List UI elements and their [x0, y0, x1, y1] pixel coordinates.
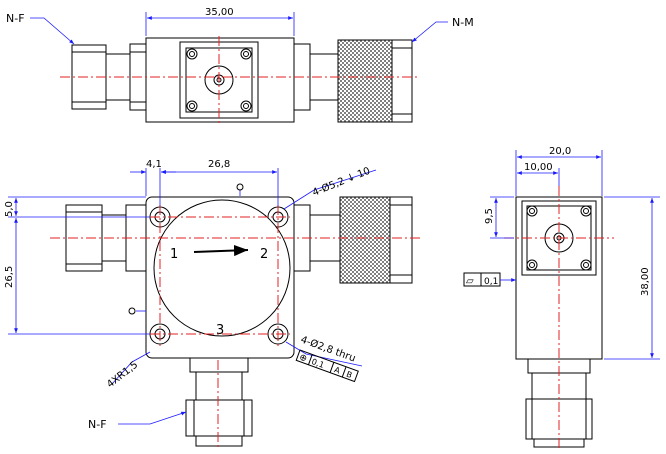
top-body: [145, 37, 295, 123]
top-view: 35,00 N-F N-M: [6, 7, 474, 124]
side-width-dimension: 20,0: [549, 146, 571, 157]
top-length-dimension: 35,00: [205, 7, 234, 18]
side-height-dimension: 38,00: [640, 267, 651, 296]
svg-text:0,1: 0,1: [310, 357, 325, 370]
front-view: 1 2 3 4,1 26,8 5,0 26,5 A: [4, 159, 420, 450]
datum-a-marker: A: [236, 183, 244, 196]
svg-text:A: A: [333, 365, 342, 376]
svg-text:B: B: [345, 370, 353, 380]
front-right-connector: [293, 196, 413, 284]
front-top-margin-dimension: 5,0: [4, 201, 15, 217]
top-left-connector-label: N-F: [6, 12, 25, 25]
port-3-label: 3: [216, 323, 224, 338]
flatness-tolerance-frame: ▱ 0,1: [463, 272, 516, 287]
datum-b-marker: B: [128, 307, 146, 315]
front-hole-spacing-v-dimension: 26,5: [4, 266, 15, 288]
bottom-connector-label: N-F: [88, 418, 107, 431]
svg-text:0,1: 0,1: [484, 277, 498, 287]
svg-text:▱: ▱: [466, 276, 474, 287]
mount-holes-callout: 4-Ø5,2 ↓ 10: [311, 165, 372, 199]
flow-arrow: [193, 244, 249, 257]
side-view: 20,0 10,00 9,5 38,00 ▱ 0,1: [463, 146, 660, 450]
port-1-label: 1: [170, 247, 178, 262]
knurl-pattern: [337, 39, 393, 123]
side-half-width-dimension: 10,00: [524, 162, 553, 173]
top-lid: [179, 41, 259, 119]
top-right-connector: [293, 39, 413, 123]
corner-radius-callout: 4XR1,5: [105, 359, 140, 390]
svg-text:⊕: ⊕: [298, 353, 309, 365]
front-hole-spacing-h-dimension: 26,8: [208, 159, 230, 170]
front-hole-offset-dimension: 4,1: [146, 159, 162, 170]
top-right-connector-label: N-M: [452, 16, 474, 29]
position-tolerance-frame: ⊕ 0,1 A B: [295, 349, 359, 383]
port-2-label: 2: [260, 247, 268, 262]
front-bottom-connector: [185, 357, 253, 447]
side-offset-dimension: 9,5: [484, 208, 495, 224]
ferrite-disc: [153, 199, 291, 337]
knurl-pattern: [339, 196, 391, 284]
